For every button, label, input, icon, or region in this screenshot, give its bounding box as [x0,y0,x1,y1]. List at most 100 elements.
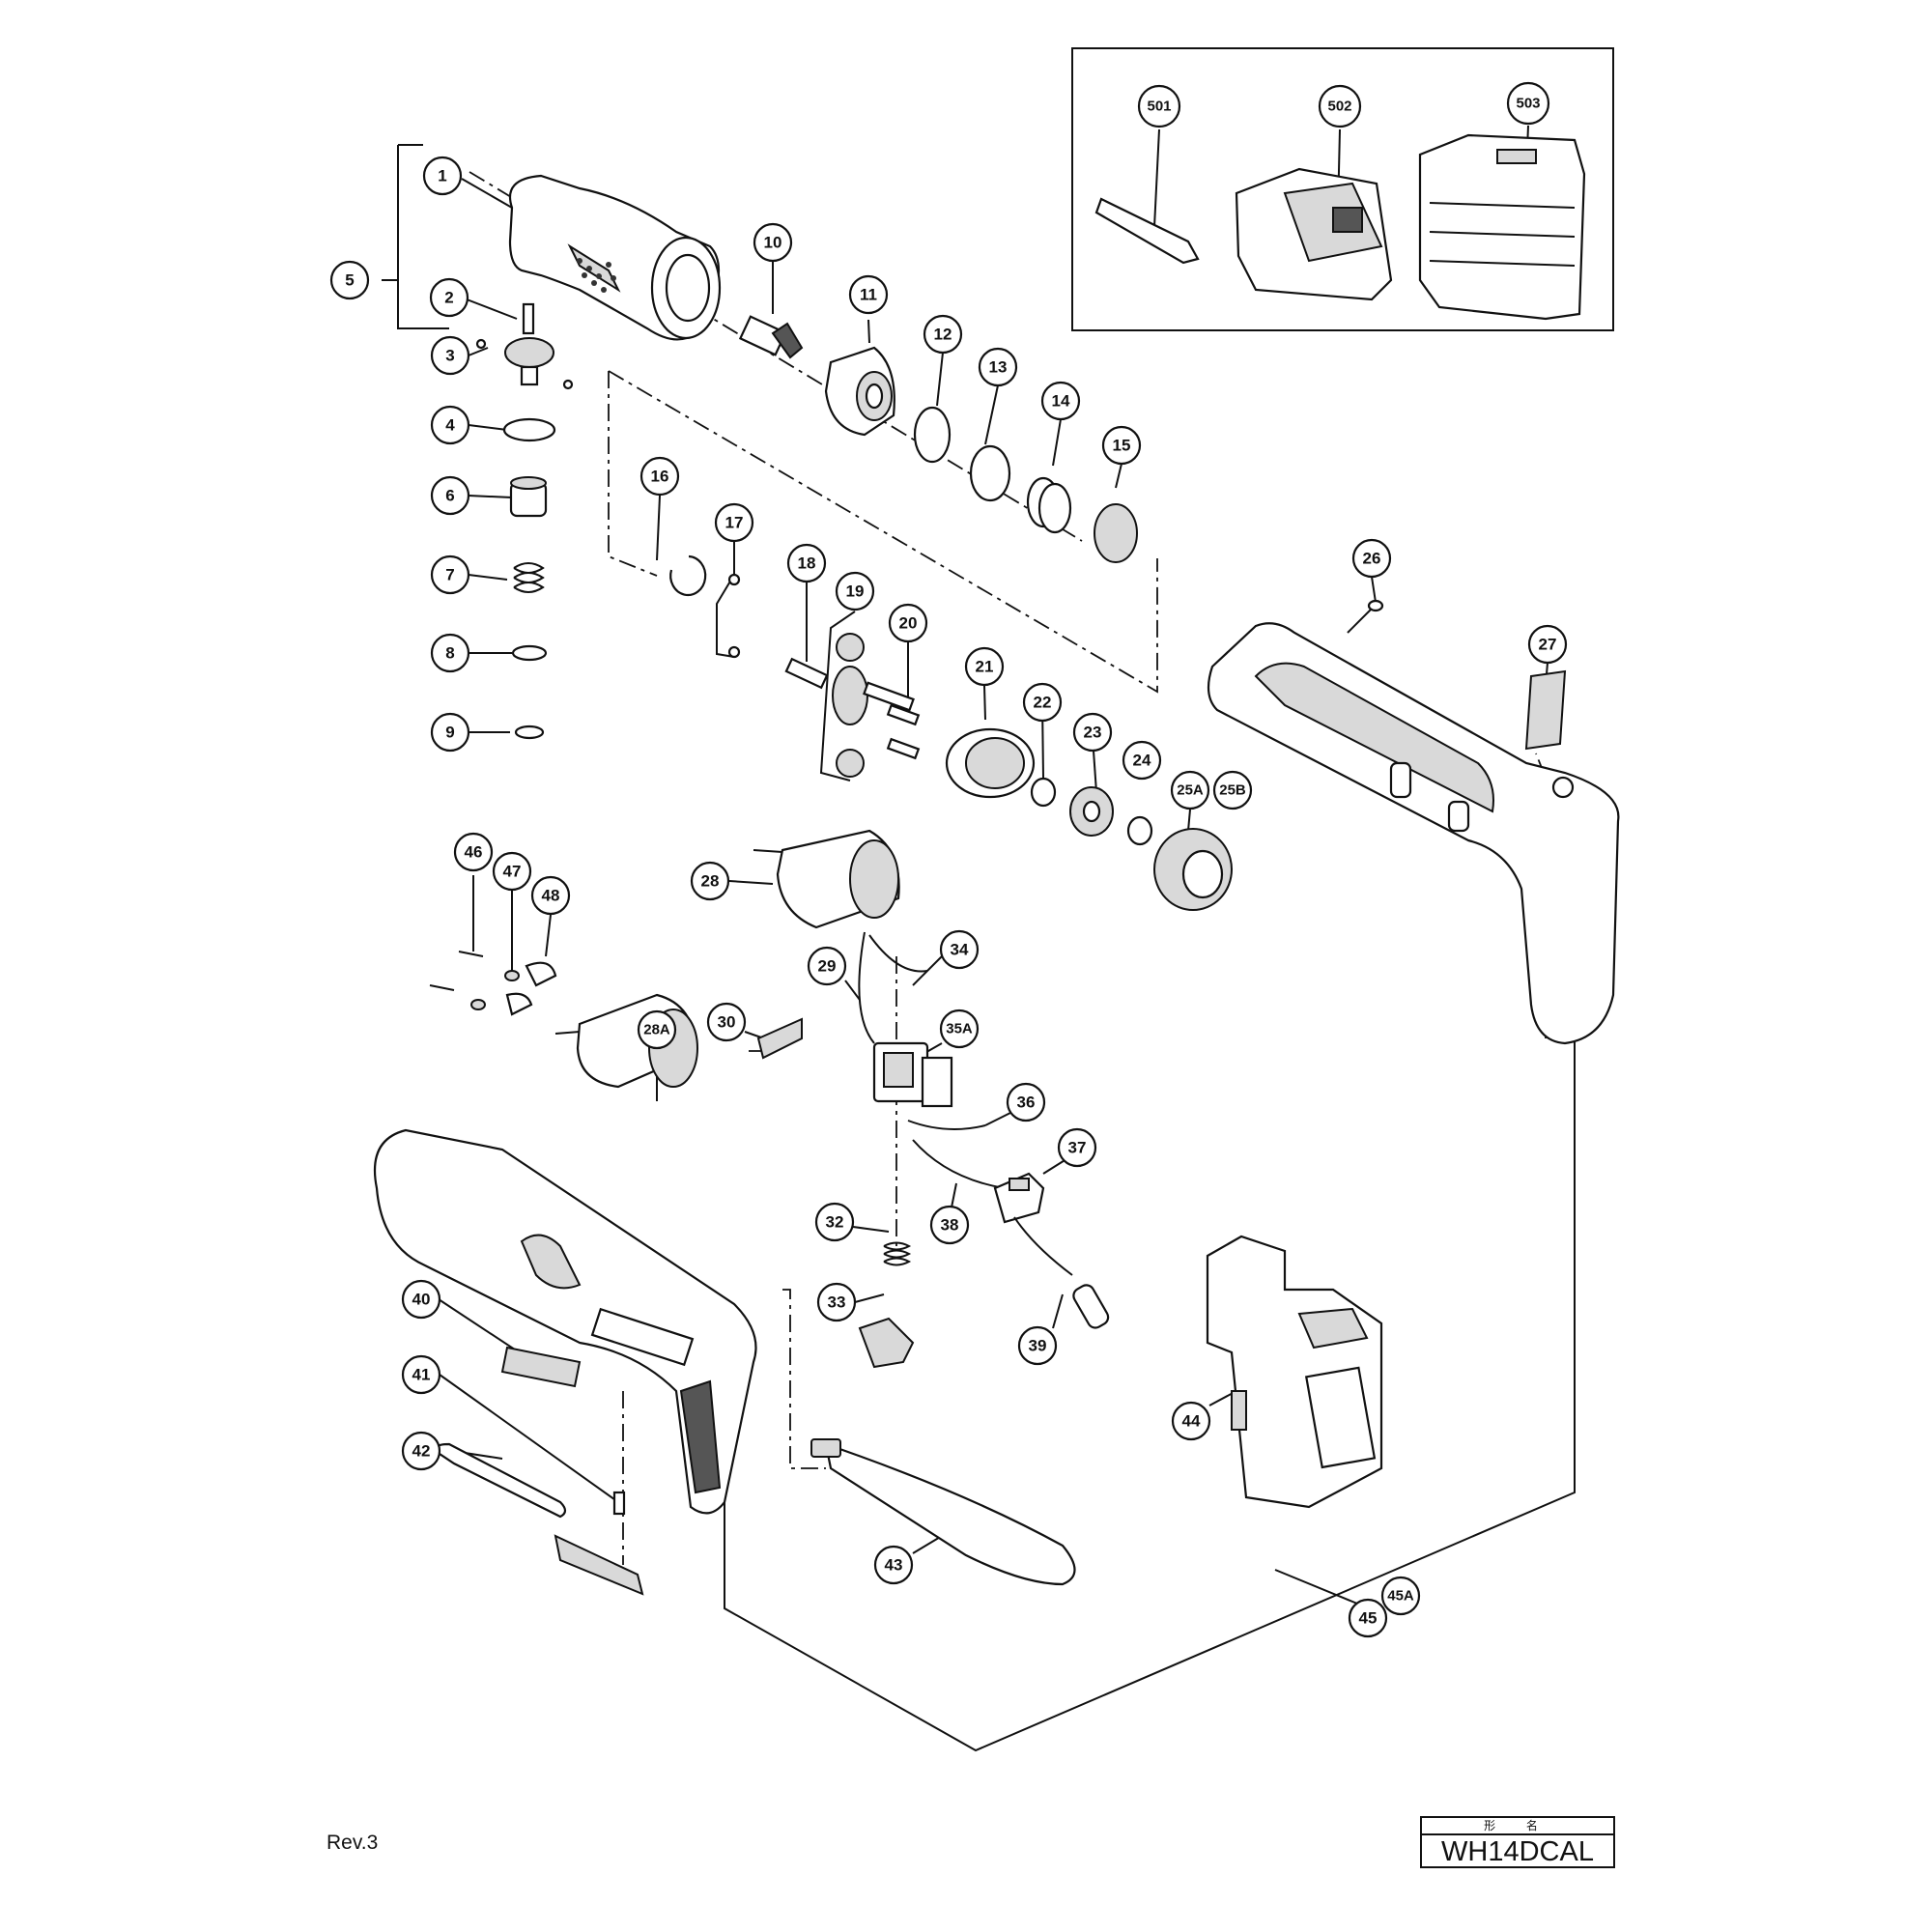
bubble-19[interactable]: 19 [835,571,875,611]
bubble-1[interactable]: 1 [422,156,463,196]
bubble-18[interactable]: 18 [786,543,827,583]
bubble-label: 11 [860,286,877,304]
accessory-box-frame [1071,47,1614,331]
bubble-28A[interactable]: 28A [637,1009,677,1050]
bubble-10[interactable]: 10 [753,222,793,263]
bubble-502[interactable]: 502 [1318,84,1362,128]
part-2-bevel-gear [504,302,554,386]
part-33-forward-reversal-lever [858,1317,915,1369]
part-13-ring [969,444,1011,502]
bubble-13[interactable]: 13 [978,347,1018,387]
bubble-label: 45A [1387,1588,1414,1605]
bubble-label: 44 [1182,1412,1201,1431]
bubble-44[interactable]: 44 [1171,1401,1211,1441]
part-46-48-mounting-hardware [429,951,557,1016]
bubble-43[interactable]: 43 [873,1545,914,1585]
bubble-label: 13 [989,358,1008,377]
bubble-36[interactable]: 36 [1006,1082,1046,1122]
bubble-503[interactable]: 503 [1506,81,1550,126]
bubble-37[interactable]: 37 [1057,1127,1097,1168]
part-42-hook [435,1442,644,1596]
bubble-25B[interactable]: 25B [1212,770,1253,810]
bubble-label: 46 [465,843,483,862]
bubble-12[interactable]: 12 [923,314,963,355]
bubble-16[interactable]: 16 [639,456,680,497]
bubble-48[interactable]: 48 [530,875,571,916]
part-19-planet-gear [836,633,865,662]
part-40-name-plate [500,1346,582,1388]
bubble-26[interactable]: 26 [1351,538,1392,579]
part-6-sleeve [509,476,548,518]
bubble-label: 23 [1084,724,1102,742]
part-41-spring [612,1491,626,1516]
bubble-label: 17 [725,514,744,532]
bubble-20[interactable]: 20 [888,603,928,643]
part-15-washer [1094,503,1138,563]
bubble-24[interactable]: 24 [1122,740,1162,781]
bubble-label: 502 [1327,99,1351,115]
bubble-47[interactable]: 47 [492,851,532,892]
bubble-30[interactable]: 30 [706,1002,747,1042]
bubble-39[interactable]: 39 [1017,1325,1058,1366]
leader-lines [382,125,1576,1752]
bubble-23[interactable]: 23 [1072,712,1113,753]
part-14-spring [1026,476,1072,534]
bubble-2[interactable]: 2 [429,277,469,318]
part-10-anvil [738,315,804,359]
bubble-27[interactable]: 27 [1527,624,1568,665]
bubble-28[interactable]: 28 [690,861,730,901]
part-22-washer [1030,777,1057,808]
bubble-42[interactable]: 42 [401,1431,441,1471]
bubble-label: 47 [503,863,522,881]
bubble-22[interactable]: 22 [1022,682,1063,723]
bubble-35A[interactable]: 35A [939,1009,980,1049]
bubble-501[interactable]: 501 [1137,84,1181,128]
bubble-46[interactable]: 46 [453,832,494,872]
bubble-label: 3 [445,347,454,365]
bubble-label: 6 [445,487,454,505]
bubble-3[interactable]: 3 [430,335,470,376]
bubble-45A[interactable]: 45A [1380,1576,1421,1616]
part-43-strap [810,1438,1076,1586]
part-35A-switch [872,1041,953,1108]
bubble-40[interactable]: 40 [401,1279,441,1320]
bubble-label: 26 [1363,550,1381,568]
bubble-label: 33 [828,1293,846,1312]
bubble-14[interactable]: 14 [1040,381,1081,421]
bubble-38[interactable]: 38 [929,1205,970,1245]
bubble-5[interactable]: 5 [329,260,370,300]
bubble-11[interactable]: 11 [848,274,889,315]
bubble-label: 28A [643,1022,670,1038]
bubble-32[interactable]: 32 [814,1202,855,1242]
bubble-label: 38 [941,1216,959,1235]
bubble-9[interactable]: 9 [430,712,470,753]
bubble-25A[interactable]: 25A [1170,770,1210,810]
bubble-17[interactable]: 17 [714,502,754,543]
bubble-label: 36 [1017,1094,1036,1112]
bubble-4[interactable]: 4 [430,405,470,445]
part-28A-dc-motor [554,993,698,1089]
bubble-34[interactable]: 34 [939,929,980,970]
bubble-label: 7 [445,566,454,584]
bubble-label: 5 [345,271,354,290]
bubble-label: 10 [764,234,782,252]
part-37-terminal [993,1172,1045,1224]
bubble-6[interactable]: 6 [430,475,470,516]
bubble-label: 15 [1113,437,1131,455]
bubble-45[interactable]: 45 [1348,1598,1388,1638]
bubble-label: 14 [1052,392,1070,411]
revision-label: Rev.3 [327,1832,379,1854]
bubble-15[interactable]: 15 [1101,425,1142,466]
housing-left [373,1128,757,1515]
bubble-41[interactable]: 41 [401,1354,441,1395]
bubble-7[interactable]: 7 [430,554,470,595]
bubble-label: 37 [1068,1139,1087,1157]
bubble-21[interactable]: 21 [964,646,1005,687]
bubble-label: 43 [885,1556,903,1575]
bubble-label: 40 [412,1291,431,1309]
bubble-33[interactable]: 33 [816,1282,857,1322]
part-8-ring [511,644,548,662]
bubble-29[interactable]: 29 [807,946,847,986]
part-21-internal-gear [945,727,1036,799]
bubble-8[interactable]: 8 [430,633,470,673]
